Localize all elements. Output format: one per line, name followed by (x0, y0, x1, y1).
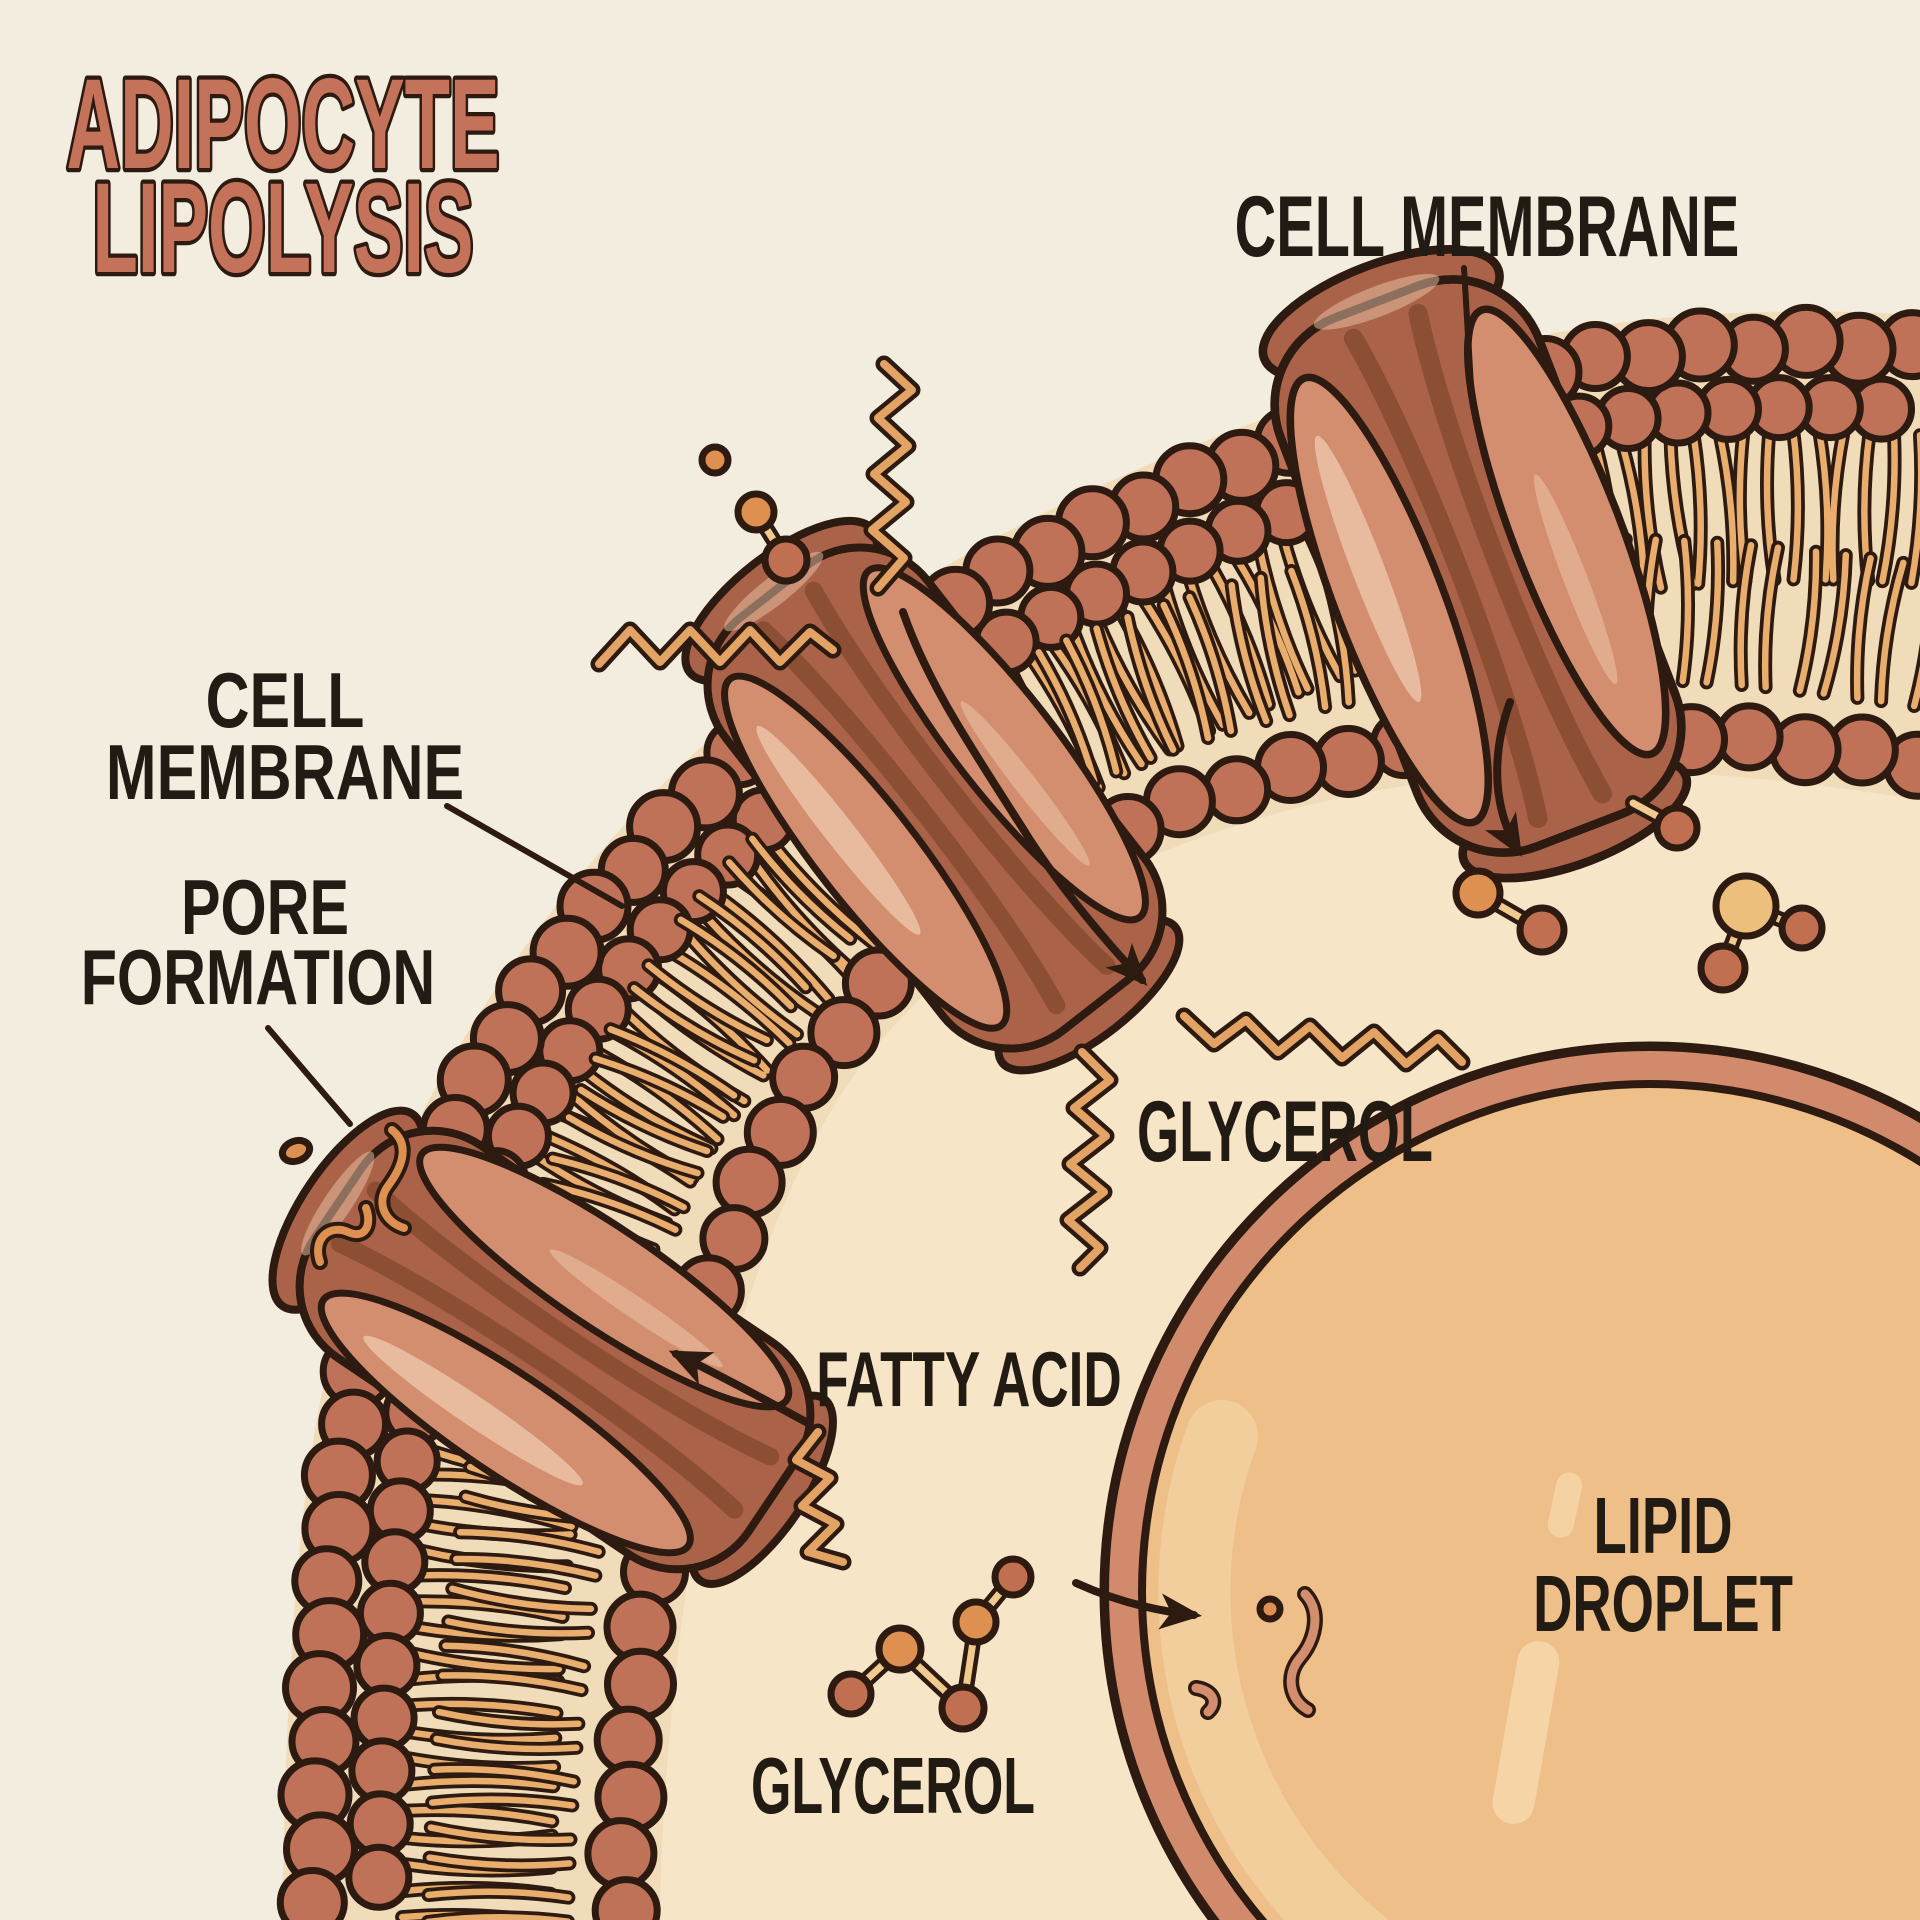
intracellular-molecules (787, 795, 1826, 1733)
lipid-head (345, 1843, 413, 1911)
fatty-acid-zigzag (792, 1428, 847, 1566)
arrow-into-cytoplasm (1485, 698, 1523, 857)
droplet-streak (1547, 1472, 1583, 1538)
label-glycerol-inner: GLYCEROL (1137, 1084, 1433, 1180)
glycerol-molecule (827, 1555, 1035, 1733)
arrow-through-left-pore (668, 1350, 810, 1426)
droplet-blob (1191, 1683, 1218, 1717)
diagram-title-line1: ADIPOCYTE (66, 53, 499, 196)
glycerol-zigzag (1180, 1012, 1466, 1068)
fatty-acid-zigzag (868, 360, 916, 592)
label-fatty-acid: FATTY ACID (816, 1337, 1121, 1424)
pointer-pore-formation (265, 1025, 353, 1127)
droplet-highlight (1158, 1400, 1389, 1920)
diagram-title-line2: LIPOLYSIS (93, 157, 474, 300)
label-lipid-droplet-line2: DROPLET (1533, 1560, 1793, 1649)
lipid-head (841, 946, 915, 1020)
small-molecule-dot (698, 443, 732, 477)
label-lipid-droplet-line1: LIPID (1593, 1482, 1732, 1571)
released-molecule-pair (1452, 867, 1568, 956)
pore-formation-debris (278, 1122, 412, 1270)
fatty-acid-zigzag (595, 626, 837, 668)
label-cell-membrane-left-line1: CELL (206, 657, 365, 744)
arrow-into-lipid-droplet (1072, 1579, 1202, 1630)
triatomic-molecule (1697, 872, 1826, 994)
lipid-head (276, 1867, 348, 1920)
label-pore-formation-line1: PORE (181, 863, 349, 951)
droplet-body (1138, 1080, 1920, 1920)
lipid-head (807, 996, 881, 1070)
label-cell-membrane-top: CELL MEMBRANE (1235, 178, 1740, 274)
pointer-cell-membrane-top (1461, 265, 1474, 389)
label-cell-membrane-left-line2: MEMBRANE (106, 729, 464, 816)
flow-arrows (668, 608, 1523, 1630)
lipid-head (1202, 755, 1272, 825)
ball-and-stick-molecule (1625, 795, 1701, 852)
arrow-through-middle-pore (899, 608, 1148, 986)
droplet-ring (1109, 1051, 1920, 1920)
label-glycerol-bottom: GLYCEROL (751, 1742, 1035, 1831)
droplet-squiggle (1286, 1589, 1320, 1715)
lipid-head (591, 1876, 661, 1920)
droplet-lipid-dot (1256, 1595, 1284, 1623)
label-pore-formation-line2: FORMATION (81, 933, 435, 1021)
pointer-cell-membrane-left (444, 803, 625, 909)
droplet-streak (1492, 1641, 1560, 1824)
glycerol-fragment-molecule (734, 490, 811, 585)
lipid-head (604, 1647, 677, 1721)
extracellular-molecules (278, 355, 921, 1270)
fatty-acid-zigzag (1064, 1048, 1114, 1272)
